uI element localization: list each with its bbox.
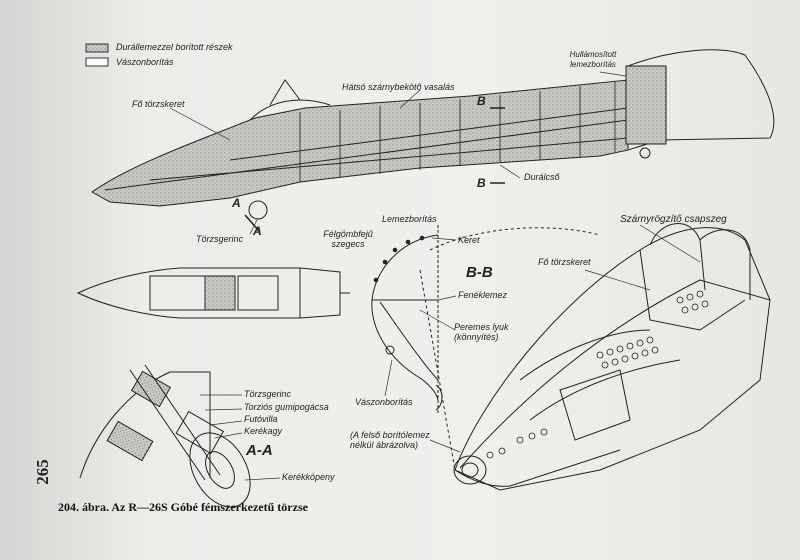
figure-caption: 204. ábra. Az R—26S Góbé fémszerkezetű t… <box>58 500 308 514</box>
label-section-a-bottom: A <box>253 224 262 238</box>
label-fabric-bb: Vászonborítás <box>355 397 413 407</box>
label-floor-sheet: Fenéklemez <box>458 290 508 300</box>
page-number: 265 <box>32 459 52 485</box>
label-wheel-fairing: Kerékköpeny <box>282 472 335 482</box>
top-view-fuselage <box>76 267 350 319</box>
label-section-b-top: B <box>477 94 486 108</box>
label-frame: Keret <box>458 235 480 245</box>
label-keel-aa: Törzsgerinc <box>244 389 292 399</box>
label-section-b-bottom: B <box>477 176 486 190</box>
perspective-fuselage <box>419 223 771 491</box>
label-keel-side: Törzsgerinc <box>196 234 244 244</box>
label-dural-tube: Durálcső <box>524 172 560 182</box>
label-wing-pin: Szárnyrögzítő csapszeg <box>620 214 727 225</box>
label-sheet-cover: Lemezborítás <box>382 214 437 224</box>
legend-metal-label: Durállemezzel borított részek <box>116 42 233 52</box>
label-hub: Kerékagy <box>244 426 283 436</box>
legend-fabric-swatch <box>85 57 109 67</box>
label-rivet: Félgömbfejű szegecs <box>323 229 373 249</box>
label-flanged-hole: Peremes lyuk (könnyítés) <box>454 322 509 342</box>
label-main-frame-persp: Fő törzskeret <box>538 257 591 267</box>
label-section-aa-title: A-A <box>246 442 273 459</box>
legend-fabric-label: Vászonborítás <box>116 57 174 67</box>
legend-metal-swatch <box>85 43 109 53</box>
label-section-a-top: A <box>232 196 241 210</box>
label-section-bb-title: B-B <box>466 264 493 281</box>
label-fork: Futóvilla <box>244 414 278 424</box>
label-main-frame-side: Fő törzskeret <box>132 99 185 109</box>
label-rubber: Torziós gumipogácsa <box>244 402 329 412</box>
label-rear-wing-fitting: Hátsó szárnybekötő vasalás <box>342 82 455 92</box>
label-corrugated-sheet: Hullámosított lemezborítás <box>569 50 617 69</box>
label-top-sheet-note: (A felső borítólemez nélkül ábrázolva) <box>350 430 430 450</box>
section-aa-drawing <box>79 364 251 508</box>
section-bb-drawing <box>371 225 443 415</box>
side-view-fuselage <box>91 49 775 233</box>
